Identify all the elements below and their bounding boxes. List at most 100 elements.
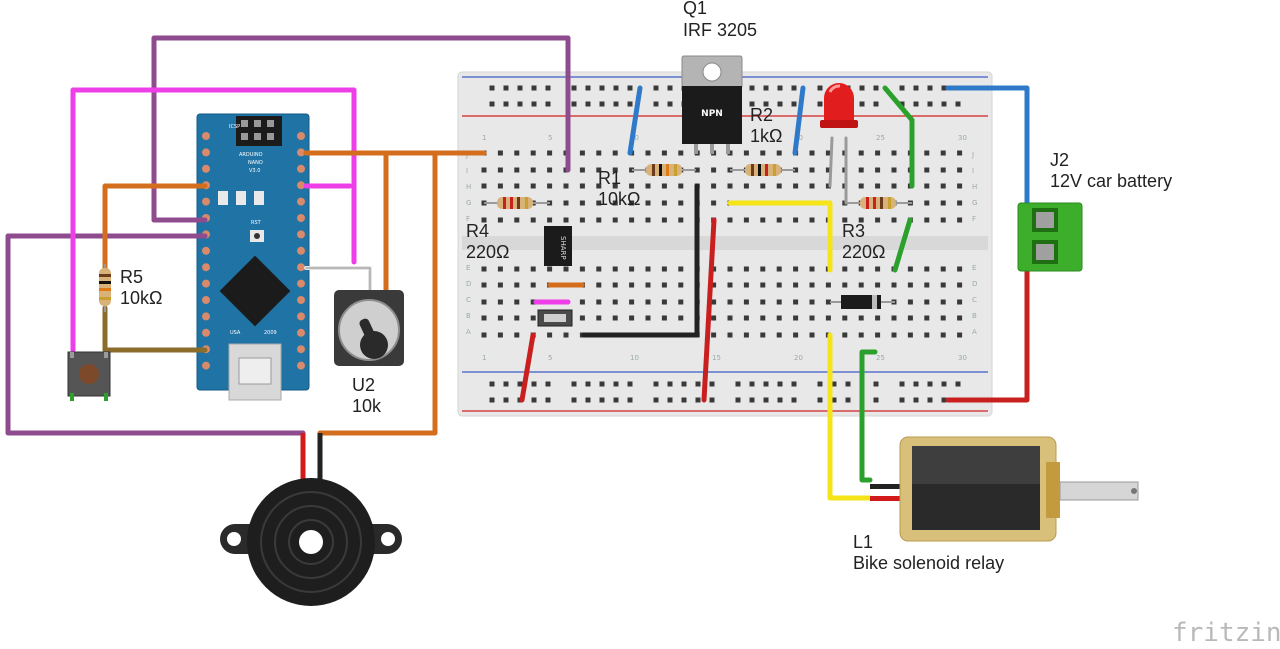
breadboard-pushbutton — [537, 309, 573, 327]
breadboard-hole — [776, 266, 782, 272]
breadboard-hole — [858, 282, 864, 288]
breadboard-hole — [612, 200, 618, 206]
wire-orange-buzzer — [317, 150, 438, 436]
breadboard-hole — [924, 315, 930, 321]
j2-value: 12V car battery — [1050, 171, 1172, 191]
breadboard-hole — [489, 397, 495, 403]
breadboard-hole — [629, 266, 635, 272]
breadboard-hole — [653, 397, 659, 403]
breadboard-hole — [579, 315, 585, 321]
breadboard-hole — [875, 183, 881, 189]
breadboard-hole — [571, 85, 577, 91]
svg-text:10: 10 — [630, 354, 639, 362]
breadboard-hole — [875, 217, 881, 223]
wire-purple-top — [151, 35, 571, 223]
breadboard-hole — [924, 266, 930, 272]
svg-text:20: 20 — [794, 354, 803, 362]
breadboard-hole — [678, 150, 684, 156]
breadboard-hole — [612, 266, 618, 272]
breadboard-hole — [940, 167, 946, 173]
breadboard-hole — [585, 101, 591, 107]
breadboard-hole — [727, 299, 733, 305]
component-labels: Q1 IRF 3205 R2 1kΩ R1 10kΩ R4 220Ω R3 22… — [120, 0, 1172, 573]
svg-text:E: E — [466, 264, 470, 272]
nano-pin — [202, 132, 210, 140]
breadboard-hole — [612, 282, 618, 288]
wire-orange-r5 — [102, 183, 208, 271]
nano-pin — [297, 345, 305, 354]
breadboard-hole — [563, 217, 569, 223]
breadboard-hole — [530, 150, 536, 156]
breadboard-hole — [563, 266, 569, 272]
breadboard-hole — [579, 217, 585, 223]
breadboard-hole — [873, 101, 879, 107]
breadboard-hole — [503, 101, 509, 107]
breadboard-hole — [955, 381, 961, 387]
breadboard-hole — [563, 183, 569, 189]
breadboard-hole — [596, 200, 602, 206]
svg-text:1: 1 — [482, 134, 486, 142]
breadboard-hole — [481, 282, 487, 288]
breadboard-hole — [749, 85, 755, 91]
breadboard-hole — [859, 101, 865, 107]
breadboard-hole — [845, 397, 851, 403]
svg-text:30: 30 — [958, 354, 967, 362]
breadboard-hole — [760, 315, 766, 321]
nano-pin — [297, 132, 305, 140]
wire-yellow-top — [727, 200, 833, 273]
wire-black — [581, 183, 700, 338]
breadboard-hole — [793, 217, 799, 223]
breadboard-hole — [497, 332, 503, 338]
svg-text:G: G — [972, 199, 977, 207]
breadboard-hole — [776, 299, 782, 305]
breadboard-hole — [481, 332, 487, 338]
breadboard-hole — [678, 282, 684, 288]
breadboard-hole — [957, 200, 963, 206]
breadboard-hole — [957, 150, 963, 156]
breadboard-hole — [899, 381, 905, 387]
breadboard-hole — [809, 150, 815, 156]
breadboard-hole — [791, 397, 797, 403]
breadboard-hole — [695, 381, 701, 387]
svg-text:25: 25 — [876, 354, 885, 362]
breadboard-hole — [596, 299, 602, 305]
year-label: 2009 — [264, 330, 277, 336]
nano-pin — [297, 197, 305, 206]
svg-text:B: B — [466, 312, 471, 320]
breadboard-hole — [517, 85, 523, 91]
breadboard-hole — [913, 85, 919, 91]
breadboard-hole — [585, 85, 591, 91]
breadboard-hole — [875, 332, 881, 338]
svg-text:15: 15 — [712, 354, 721, 362]
breadboard-hole — [927, 101, 933, 107]
breadboard-hole — [763, 381, 769, 387]
breadboard-hole — [531, 101, 537, 107]
wire-green-solenoid — [859, 349, 878, 483]
svg-text:J: J — [971, 151, 974, 159]
breadboard-hole — [531, 397, 537, 403]
breadboard-hole — [791, 101, 797, 107]
breadboard-hole — [711, 332, 717, 338]
breadboard-hole — [497, 150, 503, 156]
breadboard-hole — [727, 315, 733, 321]
breadboard-hole — [629, 167, 635, 173]
pushbutton — [67, 351, 111, 401]
breadboard-hole — [612, 167, 618, 173]
q1-value: IRF 3205 — [683, 20, 757, 40]
breadboard-hole — [763, 397, 769, 403]
breadboard-hole — [661, 217, 667, 223]
breadboard-hole — [743, 217, 749, 223]
breadboard-hole — [481, 167, 487, 173]
breadboard-hole — [545, 397, 551, 403]
breadboard-hole — [517, 381, 523, 387]
svg-text:5: 5 — [548, 134, 552, 142]
breadboard-hole — [645, 200, 651, 206]
breadboard-hole — [612, 299, 618, 305]
nano-pin — [297, 361, 305, 370]
breadboard-hole — [831, 381, 837, 387]
breadboard-hole — [907, 299, 913, 305]
breadboard-hole — [481, 299, 487, 305]
u2-ref: U2 — [352, 375, 375, 395]
breadboard-hole — [940, 299, 946, 305]
breadboard-hole — [875, 282, 881, 288]
